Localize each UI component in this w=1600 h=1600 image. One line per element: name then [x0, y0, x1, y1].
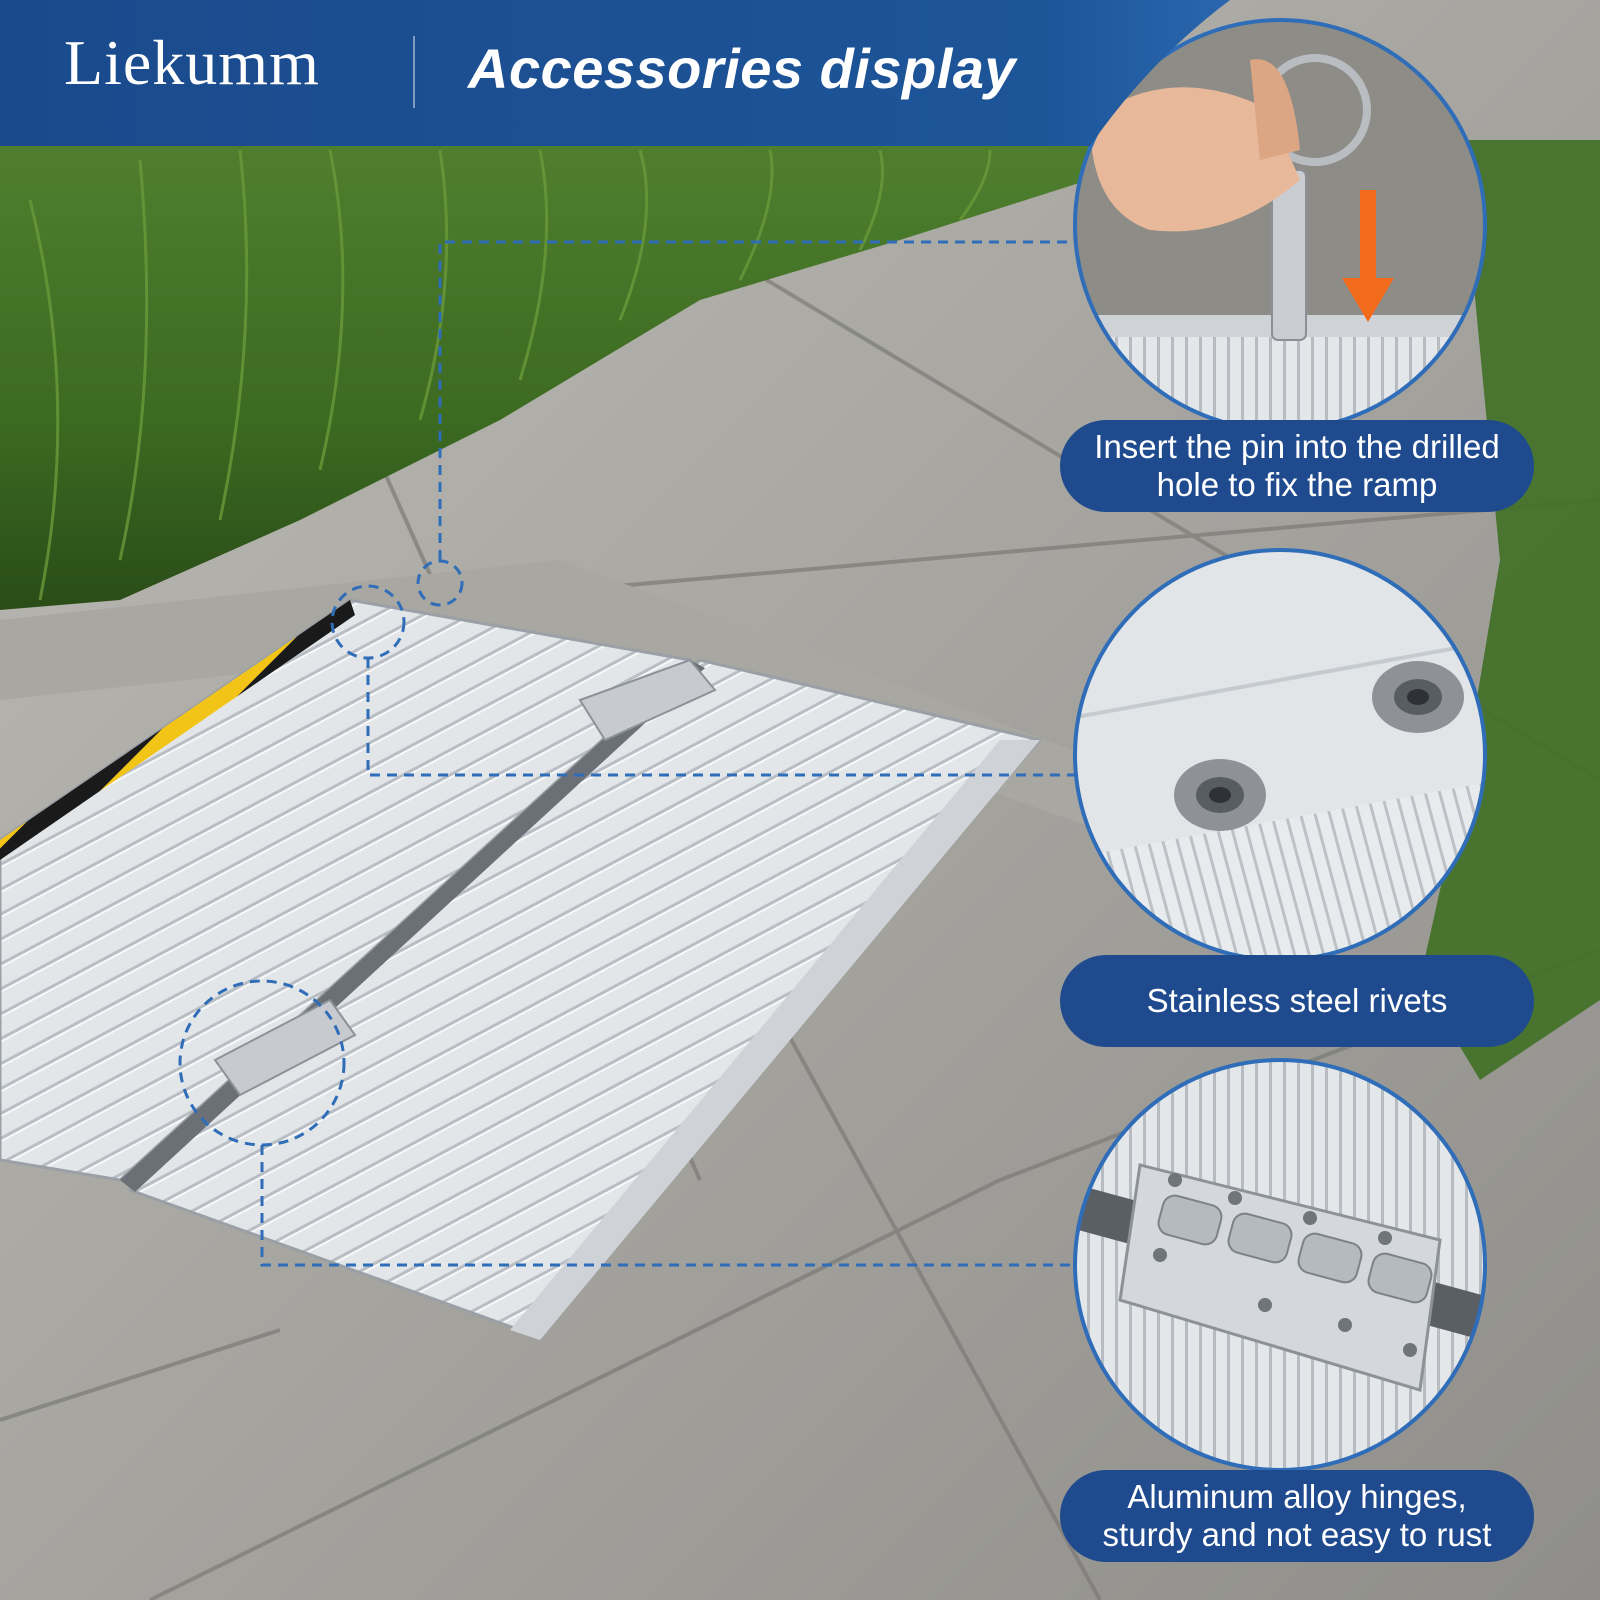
callout-rivets: Stainless steel rivets [1060, 955, 1534, 1047]
grass-bed [0, 140, 1200, 610]
page-title: Accessories display [468, 37, 1017, 100]
rivet-detail-circle [1073, 548, 1487, 962]
pin-detail-circle [1073, 18, 1487, 432]
callout-hinges: Aluminum alloy hinges, sturdy and not ea… [1060, 1470, 1534, 1562]
rivet [1174, 759, 1266, 831]
callout-pin: Insert the pin into the drilled hole to … [1060, 420, 1534, 512]
leader-lines [178, 240, 1075, 1267]
hinge-detail-circle [1073, 1058, 1487, 1472]
brand-logo-text: Liekumm [64, 27, 320, 98]
header-divider [413, 36, 415, 108]
header-banner [0, 0, 1230, 146]
grass-blades [28, 149, 992, 601]
ramp [0, 598, 1043, 1340]
curb [0, 560, 1100, 830]
rivet [1372, 661, 1464, 733]
